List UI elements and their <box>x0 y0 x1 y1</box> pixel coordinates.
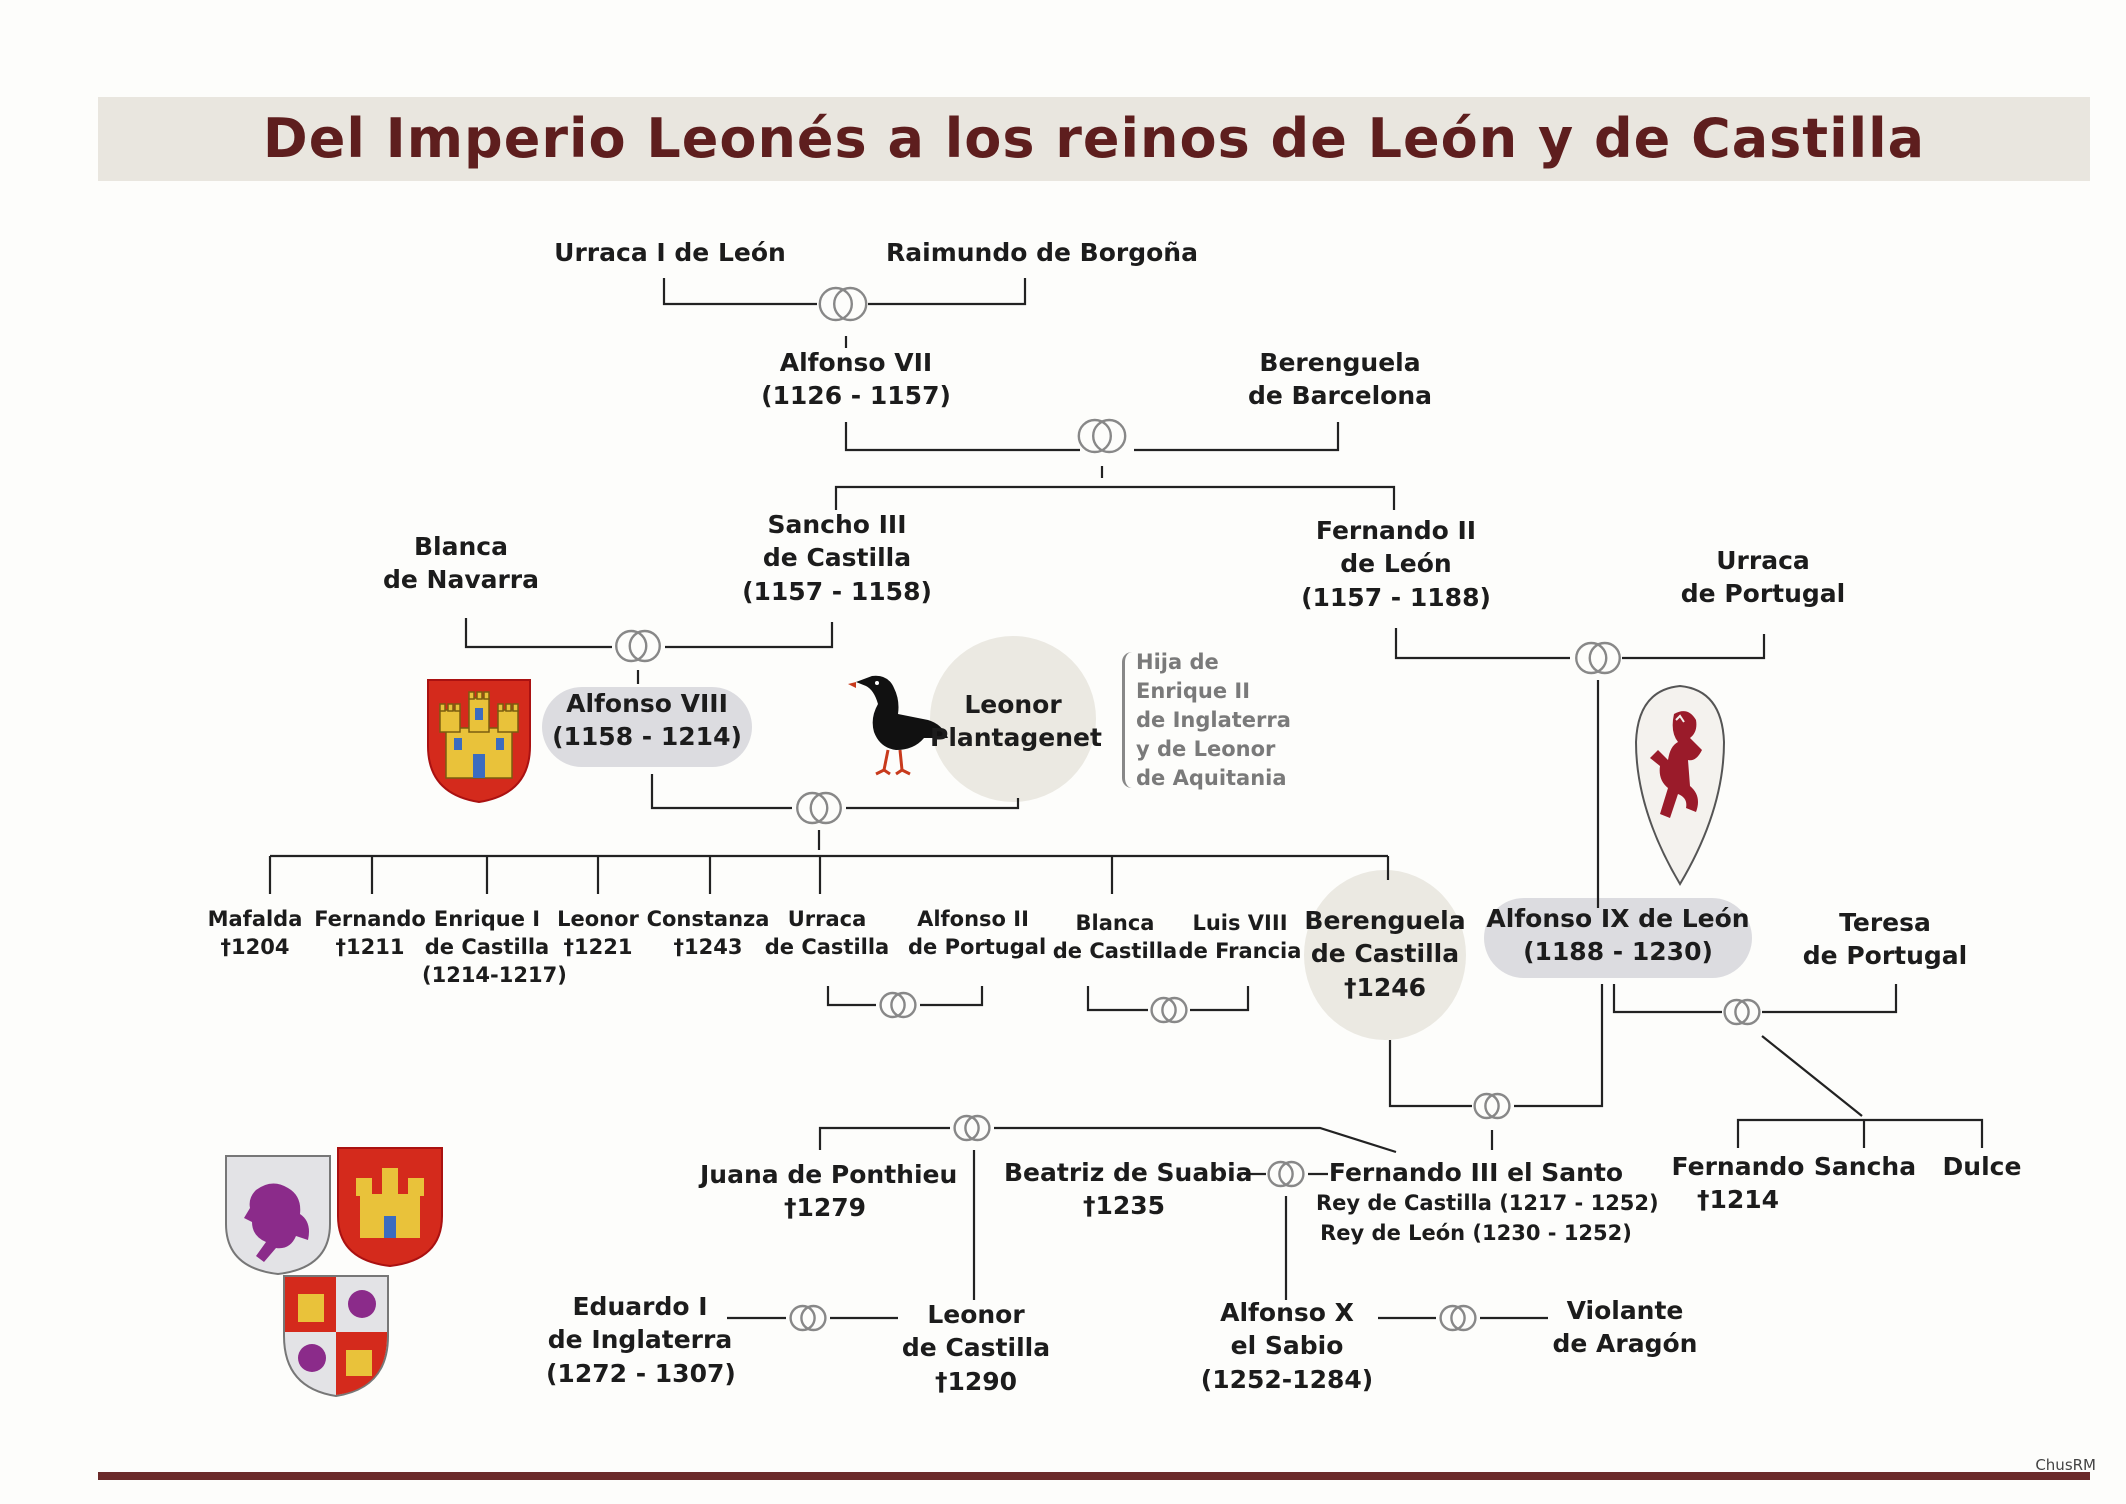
person-urraca-i-de-leon: Urraca I de León <box>554 238 786 267</box>
marriage-rings-icon <box>1575 641 1621 675</box>
person-juana-de-ponthieu: Juana de Ponthieu†1279 <box>700 1160 958 1223</box>
castile-leon-arms-icon <box>225 1147 443 1398</box>
leon-shield-icon <box>1634 684 1726 886</box>
page-title: Del Imperio Leonés a los reinos de León … <box>262 107 1926 170</box>
person-alfonso-vii: Alfonso VII(1126 - 1157) <box>761 348 951 411</box>
alfonso-ix-highlight <box>1484 898 1752 978</box>
alfonso-viii-highlight <box>542 687 752 767</box>
raven-icon <box>848 675 948 776</box>
marriage-rings-icon <box>1473 1092 1511 1120</box>
marriage-rings-icon <box>1077 418 1127 454</box>
marriage-rings-icon <box>789 1304 827 1332</box>
castile-shield-icon <box>427 679 531 804</box>
person-leonor-1221: Leonor†1221 <box>557 907 639 959</box>
marriage-rings-icon <box>953 1114 991 1142</box>
marriage-rings-icon <box>1723 998 1761 1026</box>
author-signature: ChusRM <box>2035 1456 2096 1474</box>
person-sancha: Sancha <box>1813 1152 1917 1181</box>
marriage-rings-icon <box>818 286 868 322</box>
person-mafalda: Mafalda†1204 <box>207 907 303 959</box>
person-fernando-iii: Fernando III el Santo Rey de Castilla (1… <box>1316 1158 1659 1246</box>
leonor-plantagenet-highlight <box>930 636 1096 802</box>
person-constanza: Constanza†1243 <box>646 907 770 959</box>
person-fernando-1211: Fernando†1211 <box>314 907 426 959</box>
title-band <box>98 97 2090 181</box>
marriage-rings-icon <box>615 629 661 663</box>
marriage-rings-icon <box>796 791 842 825</box>
marriage-rings-icon <box>1267 1160 1305 1188</box>
marriage-rings-icon <box>1439 1304 1477 1332</box>
person-alfonso-ix: Alfonso IX de León(1188 - 1230) <box>1486 904 1750 967</box>
berenguela-castilla-highlight <box>1304 870 1466 1040</box>
person-dulce: Dulce <box>1942 1152 2022 1181</box>
person-raimundo-de-borgona: Raimundo de Borgoña <box>886 238 1198 267</box>
marriage-rings-icon <box>1150 996 1188 1024</box>
leonor-note-brace <box>1122 652 1137 788</box>
person-fernando-1214: Fernando†1214 <box>1671 1152 1805 1215</box>
footer-bar <box>98 1472 2090 1480</box>
marriage-rings-icon <box>879 991 917 1019</box>
person-alfonso-viii: Alfonso VIII(1158 - 1214) <box>552 689 742 752</box>
person-beatriz-de-suabia: Beatriz de Suabia†1235 <box>1004 1158 1253 1221</box>
